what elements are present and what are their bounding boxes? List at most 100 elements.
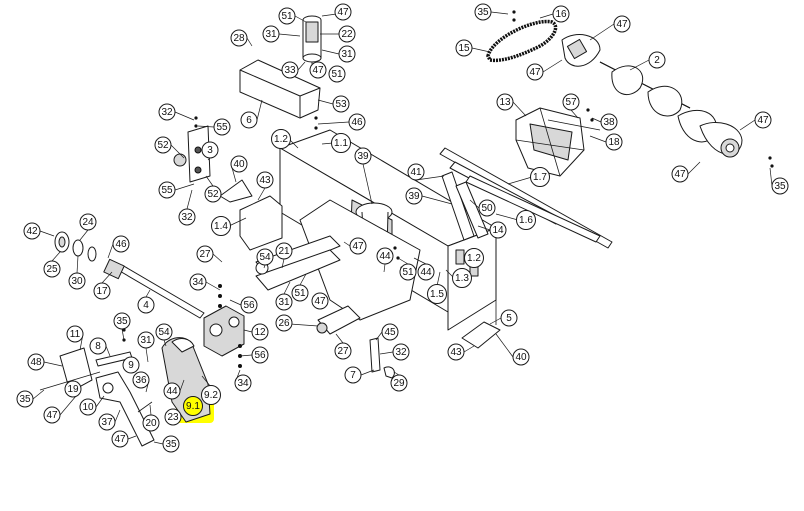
- leader-line: [205, 175, 214, 187]
- callout-1-7: 1.7: [530, 167, 550, 187]
- callout-circle: [275, 242, 293, 260]
- callout-number: 47: [674, 169, 686, 180]
- callout-number: 19: [67, 384, 79, 395]
- leader-line: [186, 189, 193, 210]
- leader-line: [145, 347, 149, 363]
- callout-number: 51: [281, 11, 293, 22]
- callout-50: 50: [478, 199, 496, 217]
- callout-circle: [89, 337, 107, 355]
- leader-line: [321, 49, 340, 55]
- callout-27-b: 27: [334, 342, 352, 360]
- callout-circle: [213, 118, 231, 136]
- callout-circle: [256, 248, 274, 266]
- callout-47-c: 47: [349, 237, 367, 255]
- callout-circle: [64, 380, 82, 398]
- leader-line: [59, 395, 77, 416]
- callout-38: 38: [600, 113, 618, 131]
- callout-number: 47: [757, 115, 769, 126]
- leader-line: [629, 59, 650, 71]
- callout-51-d: 51: [291, 284, 309, 302]
- callout-30: 30: [68, 272, 86, 290]
- leader-line: [413, 257, 427, 265]
- callout-number: 47: [352, 241, 364, 252]
- callout-47-tr: 47: [613, 15, 631, 33]
- callout-48: 48: [27, 353, 45, 371]
- leader-line: [39, 230, 55, 237]
- leader-line: [95, 395, 105, 408]
- callout-circle: [349, 237, 367, 255]
- callout-number: 42: [26, 226, 38, 237]
- callout-10: 10: [79, 398, 97, 416]
- callout-number: 31: [265, 29, 277, 40]
- callout-circle: [155, 323, 173, 341]
- callout-20: 20: [142, 414, 160, 432]
- callout-47-tr2: 47: [526, 63, 544, 81]
- callout-circle: [196, 245, 214, 263]
- cover-plate: [239, 59, 321, 119]
- support-arm: [39, 347, 155, 447]
- callout-circle: [754, 111, 772, 129]
- callout-number: 46: [115, 239, 127, 250]
- leader-line: [383, 263, 386, 273]
- callout-number: 38: [603, 117, 615, 128]
- callout-circle: [671, 165, 689, 183]
- callout-39-b: 39: [405, 187, 423, 205]
- callout-26: 26: [275, 314, 293, 332]
- callout-circle: [79, 398, 97, 416]
- callout-18: 18: [605, 133, 623, 151]
- callout-circle: [262, 25, 280, 43]
- callout-number: 10: [82, 402, 94, 413]
- callout-number: 1.3: [455, 273, 469, 284]
- callout-circle: [516, 210, 536, 230]
- callout-32-a: 32: [158, 103, 176, 121]
- callout-number: 36: [135, 375, 147, 386]
- callout-3: 3: [201, 141, 219, 159]
- callout-28: 28: [230, 29, 248, 47]
- callout-number: 56: [243, 300, 255, 311]
- leader-line: [397, 257, 409, 265]
- callout-27-a: 27: [196, 245, 214, 263]
- callout-number: 33: [284, 65, 296, 76]
- callout-number: 32: [395, 347, 407, 358]
- callout-14: 14: [489, 221, 507, 239]
- callout-8: 8: [89, 337, 107, 355]
- gearbox: [203, 305, 245, 357]
- drive-chain: [486, 19, 558, 63]
- callout-47-top: 47: [334, 3, 352, 21]
- leader-line: [589, 135, 607, 143]
- leader-line: [317, 99, 334, 105]
- callout-24: 24: [79, 213, 97, 231]
- callout-circle: [163, 382, 181, 400]
- callout-40-b: 40: [512, 348, 530, 366]
- callout-number: 47: [529, 67, 541, 78]
- callout-number: 47: [314, 296, 326, 307]
- callout-number: 35: [774, 181, 786, 192]
- callout-circle: [500, 309, 518, 327]
- callout-circle: [478, 199, 496, 217]
- callout-circle: [142, 414, 160, 432]
- callout-34-b: 34: [234, 374, 252, 392]
- callout-number: 12: [254, 327, 266, 338]
- callout-circle: [137, 296, 155, 314]
- callout-circle: [66, 325, 84, 343]
- callout-number: 3: [207, 145, 213, 156]
- leader-line: [76, 255, 79, 274]
- callout-number: 9: [128, 360, 134, 371]
- impeller: [515, 107, 601, 177]
- callout-45: 45: [381, 323, 399, 341]
- callout-35-b: 35: [162, 435, 180, 453]
- callout-circle: [112, 235, 130, 253]
- callout-31-c: 31: [275, 293, 293, 311]
- callout-circle: [348, 113, 366, 131]
- callout-31-top: 31: [262, 25, 280, 43]
- callout-1-6: 1.6: [516, 210, 536, 230]
- callout-circle: [93, 282, 111, 300]
- callout-number: 17: [96, 286, 108, 297]
- callout-circle: [154, 136, 172, 154]
- hardware-dots: [122, 10, 774, 368]
- callout-circle: [162, 435, 180, 453]
- callout-5: 5: [500, 309, 518, 327]
- callout-circle: [311, 292, 329, 310]
- callout-circle: [164, 408, 182, 426]
